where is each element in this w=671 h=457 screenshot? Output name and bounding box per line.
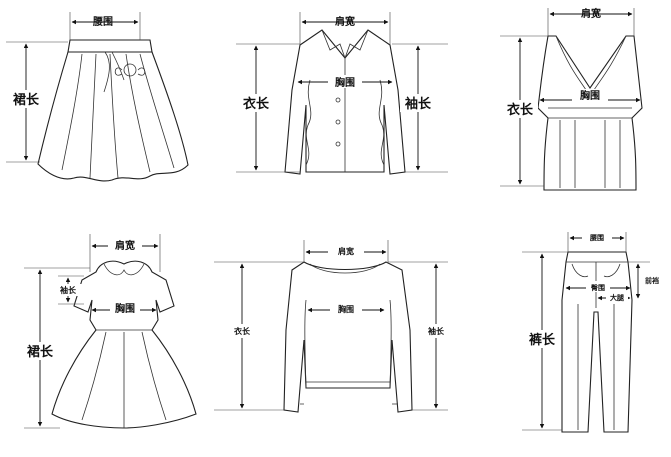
jacket-sleeve-label: 袖长 (405, 96, 432, 112)
sweater-illustration (283, 261, 413, 413)
camisole-shoulder-label: 肩宽 (581, 7, 601, 20)
pants-waist-label: 腰围 (589, 233, 604, 242)
sweater-panel: 肩宽 胸围 衣长 袖长 (214, 240, 450, 413)
pants-hip-label: 臀围 (591, 283, 605, 292)
camisole-length-label: 衣长 (507, 102, 534, 118)
camisole-illustration (537, 35, 643, 191)
jacket-length-label: 衣长 (243, 96, 270, 112)
pants-illustration (561, 251, 633, 433)
dress-chest-label: 胸围 (115, 302, 135, 315)
jacket-illustration (284, 29, 406, 175)
skirt-waist-label: 腰围 (92, 16, 113, 28)
skirt-length-label: 裙长 (13, 92, 40, 108)
dress-sleeve-label: 袖长 (59, 285, 77, 295)
pants-thigh-label: 大腿 (610, 293, 625, 302)
skirt-panel: 腰围 裙长 (6, 12, 189, 182)
jacket-panel: 肩宽 胸围 衣长 袖长 (236, 12, 448, 175)
skirt-illustration (37, 39, 189, 182)
sweater-chest-label: 胸围 (338, 304, 354, 314)
sweater-sleeve-label: 袖长 (427, 326, 445, 336)
pants-panel: 腰围 臀围 前裆 大腿 裤长 (522, 231, 664, 433)
sweater-shoulder-label: 肩宽 (338, 246, 354, 256)
dress-length-label: 裙长 (27, 344, 54, 360)
dress-illustration (51, 260, 197, 429)
jacket-shoulder-label: 肩宽 (335, 15, 355, 28)
camisole-panel: 肩宽 胸围 衣长 (500, 7, 643, 191)
dress-shoulder-label: 肩宽 (115, 239, 135, 252)
jacket-chest-label: 胸围 (335, 76, 355, 89)
pants-front-rise-label: 前裆 (645, 276, 659, 285)
dress-panel: 肩宽 袖长 胸围 裙长 (24, 234, 197, 429)
pants-length-label: 裤长 (528, 332, 556, 348)
camisole-chest-label: 胸围 (580, 89, 600, 102)
sweater-length-label: 衣长 (234, 326, 251, 336)
